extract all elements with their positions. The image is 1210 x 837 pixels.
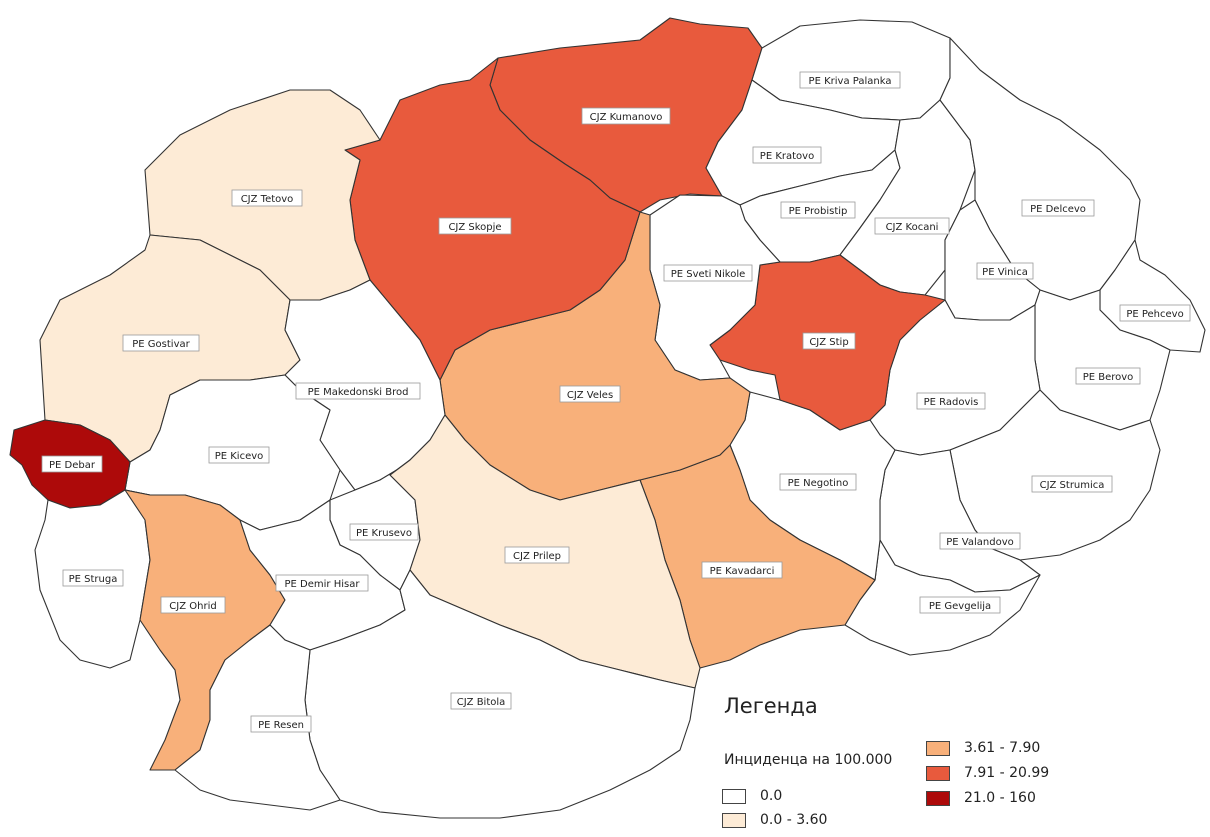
svg-text:CJZ Veles: CJZ Veles bbox=[567, 390, 613, 401]
label-valandovo: PE Valandovo bbox=[939, 532, 1021, 550]
svg-text:PE Struga: PE Struga bbox=[69, 574, 118, 585]
label-berovo: PE Berovo bbox=[1075, 367, 1141, 385]
svg-text:PE Negotino: PE Negotino bbox=[788, 478, 849, 489]
label-demir-hisar: PE Demir Hisar bbox=[275, 574, 369, 592]
legend-swatch bbox=[926, 740, 950, 756]
svg-text:PE Pehcevo: PE Pehcevo bbox=[1126, 309, 1183, 320]
label-struga: PE Struga bbox=[62, 569, 124, 587]
label-krusevo: PE Krusevo bbox=[349, 523, 419, 541]
label-kocani: CJZ Kocani bbox=[874, 217, 950, 235]
svg-text:PE Vinica: PE Vinica bbox=[982, 267, 1028, 278]
label-skopje: CJZ Skopje bbox=[438, 217, 512, 235]
legend-item-3: 7.91 - 20.99 bbox=[926, 765, 1049, 781]
label-debar: PE Debar bbox=[41, 455, 103, 473]
svg-text:PE Delcevo: PE Delcevo bbox=[1030, 204, 1086, 215]
legend-item-label: 0.0 bbox=[760, 788, 783, 804]
svg-text:PE Radovis: PE Radovis bbox=[924, 397, 979, 408]
label-kicevo: PE Kicevo bbox=[208, 446, 270, 464]
label-kavadarci: PE Kavadarci bbox=[701, 561, 783, 579]
label-delcevo: PE Delcevo bbox=[1021, 199, 1095, 217]
svg-text:CJZ Kocani: CJZ Kocani bbox=[886, 222, 939, 233]
legend-swatch bbox=[926, 765, 950, 781]
svg-text:PE Gevgelija: PE Gevgelija bbox=[929, 601, 991, 612]
svg-text:PE Kicevo: PE Kicevo bbox=[215, 451, 264, 462]
label-radovis: PE Radovis bbox=[916, 392, 986, 410]
label-negotino: PE Negotino bbox=[779, 473, 857, 491]
legend-item-4: 21.0 - 160 bbox=[926, 790, 1036, 806]
svg-text:PE Sveti Nikole: PE Sveti Nikole bbox=[671, 269, 746, 280]
legend-subtitle: Инциденца на 100.000 bbox=[724, 752, 893, 768]
label-veles: CJZ Veles bbox=[559, 385, 621, 403]
svg-text:CJZ Kumanovo: CJZ Kumanovo bbox=[590, 112, 663, 123]
label-kratovo: PE Kratovo bbox=[752, 146, 822, 164]
svg-text:CJZ Stip: CJZ Stip bbox=[809, 337, 848, 348]
legend-item-0: 0.0 bbox=[722, 788, 782, 804]
svg-text:PE Krusevo: PE Krusevo bbox=[356, 528, 412, 539]
legend-item-2: 3.61 - 7.90 bbox=[926, 740, 1040, 756]
svg-text:PE Demir Hisar: PE Demir Hisar bbox=[285, 579, 361, 590]
label-kumanovo: CJZ Kumanovo bbox=[581, 107, 671, 125]
label-gostivar: PE Gostivar bbox=[122, 334, 200, 352]
svg-text:PE Berovo: PE Berovo bbox=[1083, 372, 1134, 383]
svg-text:PE Probistip: PE Probistip bbox=[789, 206, 848, 217]
svg-text:CJZ Skopje: CJZ Skopje bbox=[448, 222, 501, 233]
legend-item-1: 0.0 - 3.60 bbox=[722, 812, 827, 828]
label-vinica: PE Vinica bbox=[976, 262, 1034, 280]
label-pehcevo: PE Pehcevo bbox=[1119, 304, 1191, 322]
label-resen: PE Resen bbox=[250, 715, 312, 733]
label-probistip: PE Probistip bbox=[780, 201, 856, 219]
legend-swatch bbox=[926, 790, 950, 806]
svg-text:PE Debar: PE Debar bbox=[49, 460, 96, 471]
svg-text:CJZ Bitola: CJZ Bitola bbox=[457, 697, 506, 708]
svg-text:PE Valandovo: PE Valandovo bbox=[946, 537, 1013, 548]
label-makedonski-brod: PE Makedonski Brod bbox=[295, 382, 421, 400]
svg-text:PE Kriva Palanka: PE Kriva Palanka bbox=[809, 76, 892, 87]
svg-text:PE Makedonski Brod: PE Makedonski Brod bbox=[308, 387, 409, 398]
svg-text:CJZ Prilep: CJZ Prilep bbox=[513, 551, 561, 562]
label-strumica: CJZ Strumica bbox=[1031, 475, 1113, 493]
svg-text:CJZ Strumica: CJZ Strumica bbox=[1040, 480, 1105, 491]
region-labels: CJZ Kumanovo PE Kriva Palanka PE Kratovo… bbox=[41, 71, 1191, 733]
label-bitola: CJZ Bitola bbox=[450, 692, 512, 710]
label-gevgelija: PE Gevgelija bbox=[919, 596, 1001, 614]
svg-text:PE Gostivar: PE Gostivar bbox=[132, 339, 190, 350]
label-tetovo: CJZ Tetovo bbox=[231, 189, 303, 207]
label-kriva-palanka: PE Kriva Palanka bbox=[799, 71, 901, 89]
legend-item-label: 21.0 - 160 bbox=[964, 790, 1036, 806]
svg-text:CJZ Ohrid: CJZ Ohrid bbox=[169, 601, 216, 612]
svg-text:PE Kratovo: PE Kratovo bbox=[760, 151, 814, 162]
label-stip: CJZ Stip bbox=[802, 332, 856, 350]
legend-item-label: 3.61 - 7.90 bbox=[964, 740, 1041, 756]
svg-text:CJZ Tetovo: CJZ Tetovo bbox=[241, 194, 294, 205]
legend-item-label: 0.0 - 3.60 bbox=[760, 812, 828, 828]
map-legend: Легенда Инциденца на 100.000 0.0 0.0 - 3… bbox=[722, 694, 1052, 834]
legend-swatch bbox=[722, 812, 746, 828]
region-strumica[interactable] bbox=[949, 389, 1161, 561]
label-ohrid: CJZ Ohrid bbox=[160, 596, 226, 614]
legend-title: Легенда bbox=[724, 694, 818, 718]
label-sveti-nikole: PE Sveti Nikole bbox=[663, 264, 753, 282]
svg-text:PE Kavadarci: PE Kavadarci bbox=[710, 566, 775, 577]
legend-swatch bbox=[722, 788, 746, 804]
legend-item-label: 7.91 - 20.99 bbox=[964, 765, 1050, 781]
svg-text:PE Resen: PE Resen bbox=[258, 720, 304, 731]
label-prilep: CJZ Prilep bbox=[504, 546, 570, 564]
